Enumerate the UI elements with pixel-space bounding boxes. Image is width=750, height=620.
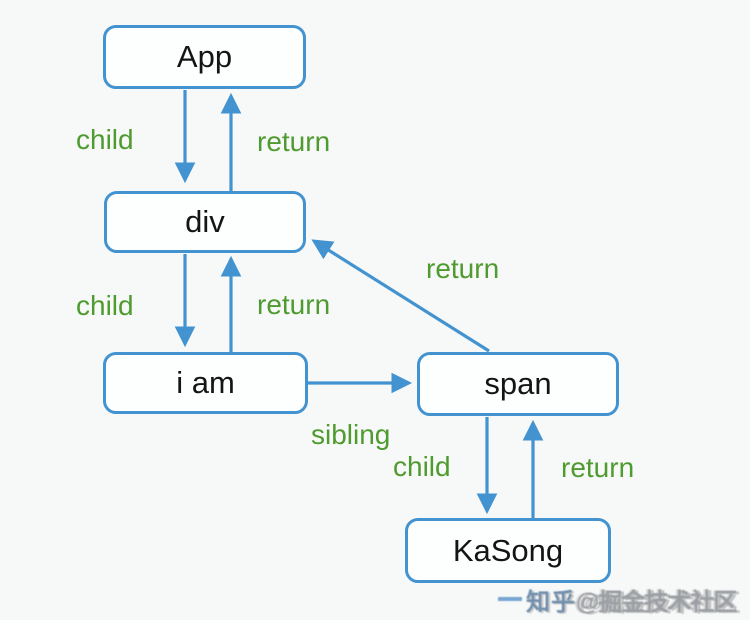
edge-label-child-span-kasong: child — [393, 451, 451, 482]
edge-label-return-kasong-span: return — [561, 452, 635, 483]
node-app: App — [103, 25, 306, 89]
node-kasong: KaSong — [405, 518, 611, 583]
watermark-dash-icon — [498, 597, 522, 601]
edge-label-return-span-div: return — [426, 253, 500, 284]
edge-label-return-div-app: return — [257, 126, 331, 157]
edge-label-child-app-div: child — [76, 124, 134, 155]
edge-return-span-div — [311, 239, 490, 353]
edge-label-sibling-iam-span: sibling — [311, 419, 391, 450]
node-div: div — [104, 191, 306, 253]
edge-label-return-iam-div: return — [257, 289, 331, 320]
edge-label-child-div-iam: child — [76, 290, 134, 321]
watermark-handle: @掘金技术社区 — [576, 588, 737, 616]
node-span: span — [417, 352, 619, 416]
watermark-site: 知乎 — [526, 588, 576, 616]
node-i-am: i am — [103, 352, 308, 414]
watermark: 知乎 @掘金技术社区 — [498, 582, 748, 616]
